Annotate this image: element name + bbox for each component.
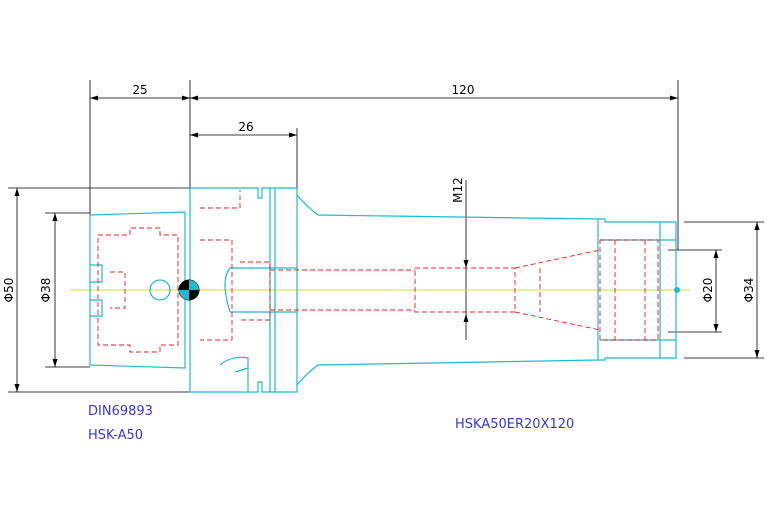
- dim-120: 120: [452, 83, 475, 97]
- dim-25: 25: [132, 83, 147, 97]
- standard-label: DIN69893: [88, 404, 153, 419]
- tool-holder-outline: [89, 187, 677, 393]
- center-marks: [178, 279, 680, 301]
- dim-diameter-34: Φ34: [742, 278, 756, 303]
- hidden-lines: [97, 190, 659, 353]
- dim-26: 26: [238, 120, 253, 134]
- dimension-lines: [8, 80, 764, 393]
- dim-diameter-38: Φ38: [39, 278, 53, 303]
- dim-diameter-50: Φ50: [2, 278, 16, 303]
- dim-diameter-20: Φ20: [701, 278, 715, 303]
- interface-label: HSK-A50: [88, 428, 143, 443]
- model-label: HSKA50ER20X120: [455, 417, 574, 432]
- dim-m12: M12: [451, 177, 465, 203]
